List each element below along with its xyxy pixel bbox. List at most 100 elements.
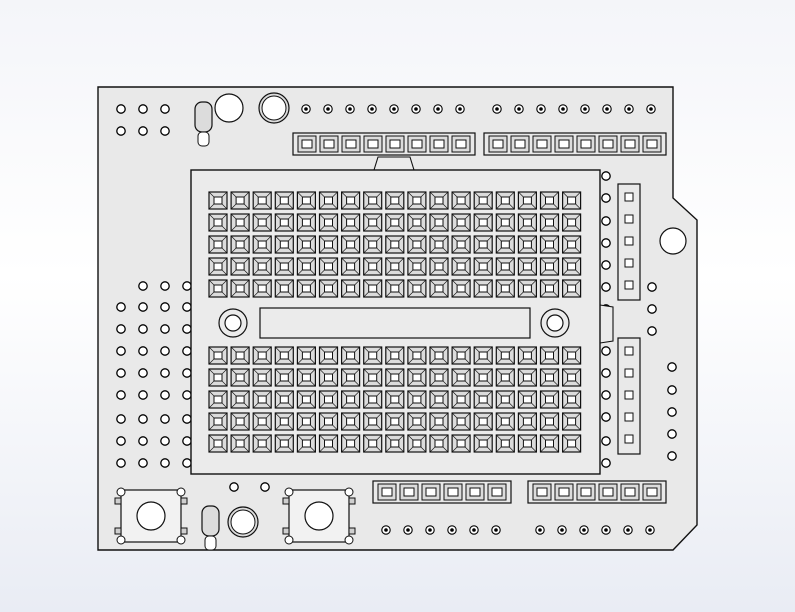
breadboard-socket [318,346,339,365]
socket-hole [567,262,577,271]
breadboard-socket [341,213,361,232]
socket-bevel [310,269,316,276]
socket-bevel [354,291,360,298]
socket-bevel [420,225,427,232]
socket-bevel [473,213,480,220]
socket-bevel [509,368,515,375]
socket-bevel [221,235,228,242]
socket-bevel [243,402,250,409]
socket-bevel [275,269,281,276]
socket-hole [279,284,289,293]
breadboard-socket [473,434,493,453]
socket-bevel [297,424,303,431]
socket-hole [456,439,466,448]
breadboard-socket [473,346,493,365]
socket-bevel [354,269,360,276]
socket-hole [279,262,289,271]
socket-bevel [540,358,546,365]
socket-bevel [265,368,272,375]
socket-bevel [385,279,392,286]
socket-bevel [319,257,325,264]
socket-hole [368,218,378,227]
socket-bevel [407,247,414,254]
pad [455,104,465,114]
breadboard-socket [473,390,493,409]
socket-bevel [553,291,559,298]
socket-bevel [442,424,449,431]
socket-bevel [363,269,369,276]
socket-hole [279,351,289,360]
socket-bevel [275,257,281,264]
socket-hole [257,284,267,293]
socket-bevel [376,412,382,419]
breadboard-socket [385,191,405,210]
socket-bevel [407,213,414,220]
components [114,92,356,551]
socket-hole [456,284,466,293]
socket-bevel [496,368,502,375]
socket-bevel [496,257,502,264]
socket-hole [545,395,554,404]
socket-bevel [531,235,537,242]
socket-hole [257,262,267,271]
socket-bevel [230,402,237,409]
socket-bevel [376,402,382,409]
socket-bevel [221,424,228,431]
breadboard-socket [517,434,538,453]
socket-hole [213,439,223,448]
socket-hole [545,240,554,249]
socket-bevel [385,269,392,276]
socket-bevel [473,412,480,419]
socket-bevel [354,380,360,387]
pad [116,458,126,468]
socket-hole [500,284,510,293]
socket-bevel [363,291,369,298]
header-pin-hole [455,139,467,149]
socket-bevel [407,191,414,198]
socket-bevel [575,191,581,198]
socket-hole [522,218,532,227]
socket-bevel [230,434,237,441]
socket-bevel [518,269,524,276]
socket-bevel [486,291,493,298]
socket-bevel [354,191,360,198]
socket-bevel [575,235,581,242]
pad [367,104,377,114]
socket-bevel [518,257,524,264]
socket-bevel [509,203,515,210]
pad-center [450,528,454,532]
socket-bevel [562,380,568,387]
socket-bevel [341,358,347,365]
pad [160,458,170,468]
breadboard-socket [208,257,228,276]
socket-bevel [354,424,360,431]
socket-bevel [442,269,449,276]
breadboard-socket [407,368,427,387]
led-top-ring [214,93,244,123]
pad-center [517,107,521,111]
breadboard-socket [451,390,471,409]
socket-bevel [575,213,581,220]
socket-bevel [553,213,559,220]
breadboard-socket [341,368,361,387]
socket-bevel [319,213,325,220]
pad [116,436,126,446]
pad-center [626,528,630,532]
socket-bevel [553,225,559,232]
socket-bevel [473,390,480,397]
socket-hole [478,284,488,293]
socket-bevel [341,380,347,387]
socket-bevel [398,390,405,397]
socket-bevel [473,402,480,409]
socket-bevel [407,402,414,409]
socket-bevel [429,247,436,254]
socket-bevel [319,402,325,409]
socket-bevel [518,346,524,353]
socket-bevel [363,279,369,286]
socket-bevel [451,279,458,286]
pad [323,104,333,114]
header-pin-hole [580,139,592,149]
socket-hole [324,373,333,382]
socket-bevel [420,424,427,431]
socket-bevel [275,358,281,365]
